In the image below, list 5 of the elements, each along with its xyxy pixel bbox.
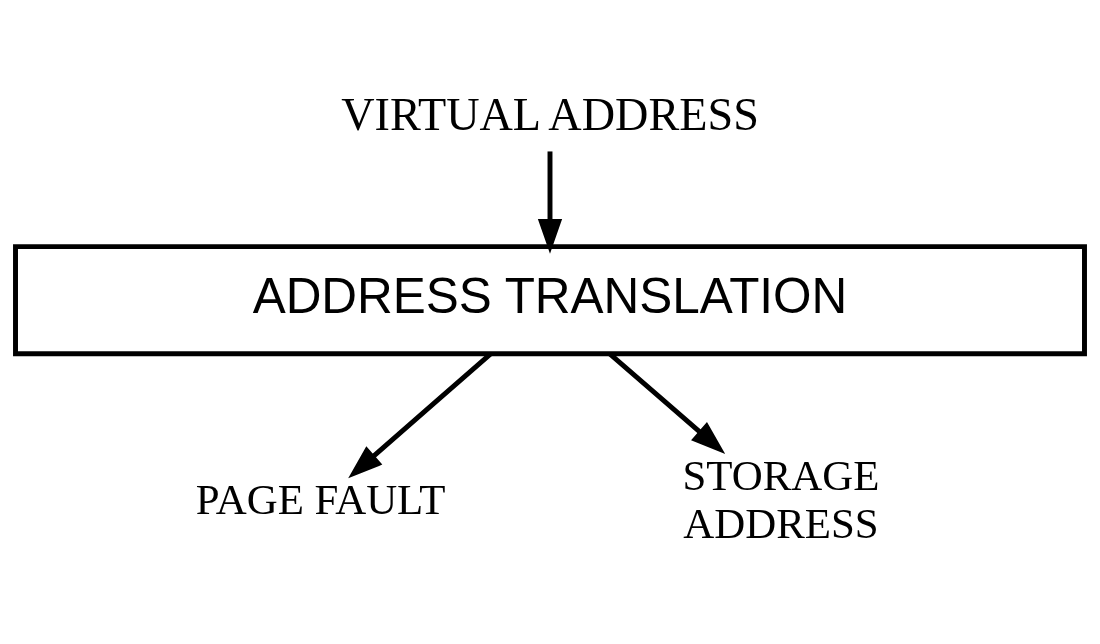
arrow bbox=[537, 150, 563, 254]
node-text: PAGE FAULT bbox=[195, 475, 446, 523]
node-box: ADDRESS TRANSLATION bbox=[13, 243, 1087, 356]
node-text: VIRTUAL ADDRESS bbox=[341, 88, 759, 140]
node-text: STORAGE ADDRESS bbox=[682, 451, 880, 547]
